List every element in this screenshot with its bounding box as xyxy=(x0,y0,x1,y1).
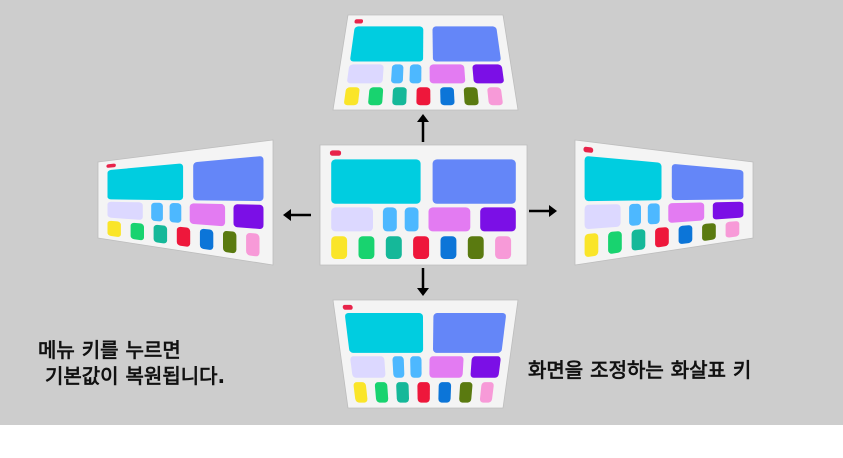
right-color-swatch xyxy=(725,221,740,238)
right-color-swatch xyxy=(678,225,693,244)
bottom-color-swatch xyxy=(396,382,409,403)
menu-key-caption-line1: 메뉴 키를 누르면 xyxy=(38,338,181,362)
top-color-swatch xyxy=(392,87,407,106)
bottom-color-swatch xyxy=(480,382,494,403)
bottom-color-swatch xyxy=(459,382,473,403)
top-screen xyxy=(332,14,519,111)
top-red-indicator xyxy=(354,19,363,24)
right-color-swatch xyxy=(631,229,646,251)
left-cyan-tile xyxy=(107,163,184,201)
left-color-swatch xyxy=(153,224,168,244)
left-color-swatch xyxy=(223,231,237,254)
top-lavender-tile xyxy=(347,64,384,84)
down-arrow-icon xyxy=(417,268,429,296)
top-color-swatch xyxy=(368,87,384,106)
right-cyan-tile xyxy=(584,156,662,202)
right-color-swatch xyxy=(584,233,599,257)
top-color-swatch xyxy=(416,87,431,106)
center-color-swatch xyxy=(495,236,512,259)
top-color-swatch xyxy=(487,87,503,106)
up-arrow-icon xyxy=(417,114,429,142)
center-violet-tile xyxy=(480,207,516,232)
center-color-swatch xyxy=(413,236,430,259)
bottom-color-swatch xyxy=(417,382,430,403)
right-sky-tile-1 xyxy=(629,203,641,226)
center-sky-tile-2 xyxy=(404,207,419,232)
center-blue-tile xyxy=(432,159,516,204)
left-magenta-tile xyxy=(189,203,226,227)
left-color-swatch xyxy=(199,228,214,250)
top-cyan-tile xyxy=(350,26,424,62)
bottom-violet-tile xyxy=(470,356,501,378)
top-violet-tile xyxy=(472,64,504,84)
left-red-indicator xyxy=(106,163,116,168)
top-sky-tile-1 xyxy=(391,64,404,84)
bottom-color-swatch xyxy=(374,382,389,403)
left-violet-tile xyxy=(233,204,264,229)
bottom-lavender-tile xyxy=(350,356,386,378)
bottom-blue-tile xyxy=(433,313,506,353)
right-color-swatch xyxy=(702,223,716,241)
top-color-swatch xyxy=(440,87,455,106)
left-lavender-tile xyxy=(107,201,143,220)
bottom-sky-tile-1 xyxy=(392,356,405,378)
left-screen xyxy=(97,139,274,266)
center-color-swatch xyxy=(358,236,375,259)
right-color-swatch xyxy=(608,231,622,254)
center-color-swatch xyxy=(331,236,348,259)
bottom-screen xyxy=(332,299,519,409)
center-color-swatch xyxy=(385,236,402,259)
center-magenta-tile xyxy=(428,207,471,232)
bottom-sky-tile-2 xyxy=(410,356,422,378)
right-lavender-tile xyxy=(584,204,621,229)
right-magenta-tile xyxy=(668,202,705,223)
center-cyan-tile xyxy=(331,159,421,204)
right-sky-tile-2 xyxy=(647,203,660,225)
right-violet-tile xyxy=(712,201,744,220)
left-arrow-icon xyxy=(283,209,311,221)
bottom-red-indicator xyxy=(342,304,353,310)
center-lavender-tile xyxy=(331,207,373,232)
center-red-indicator xyxy=(329,150,342,156)
arrow-keys-caption: 화면을 조정하는 화살표 키 xyxy=(528,358,752,382)
left-color-swatch xyxy=(176,226,191,247)
bottom-magenta-tile xyxy=(429,356,464,378)
left-color-swatch xyxy=(130,222,144,241)
menu-key-caption-line2: 기본값이 복원됩니다. xyxy=(38,364,226,388)
center-color-swatch xyxy=(440,236,457,259)
right-screen xyxy=(574,139,754,266)
menu-key-caption: 메뉴 키를 누르면 기본값이 복원됩니다. xyxy=(38,337,225,389)
top-sky-tile-2 xyxy=(409,64,422,84)
screen-adjustment-diagram xyxy=(97,14,754,409)
top-color-swatch xyxy=(344,87,360,106)
right-red-indicator xyxy=(583,146,594,153)
left-color-swatch xyxy=(107,220,121,237)
top-magenta-tile xyxy=(429,64,466,84)
left-sky-tile-1 xyxy=(151,202,163,222)
left-color-swatch xyxy=(246,233,260,257)
center-sky-tile-1 xyxy=(382,207,397,232)
diagram-canvas xyxy=(0,0,843,425)
right-color-swatch xyxy=(655,227,669,248)
bottom-cyan-tile xyxy=(345,313,424,353)
right-arrow-icon xyxy=(529,205,557,217)
bottom-color-swatch xyxy=(438,382,452,403)
bottom-color-swatch xyxy=(353,382,368,403)
left-sky-tile-2 xyxy=(169,203,182,223)
center-screen xyxy=(319,144,528,266)
top-blue-tile xyxy=(432,26,501,62)
center-color-swatch xyxy=(467,236,484,259)
top-color-swatch xyxy=(463,87,479,106)
left-blue-tile xyxy=(193,156,264,202)
right-blue-tile xyxy=(671,164,744,201)
